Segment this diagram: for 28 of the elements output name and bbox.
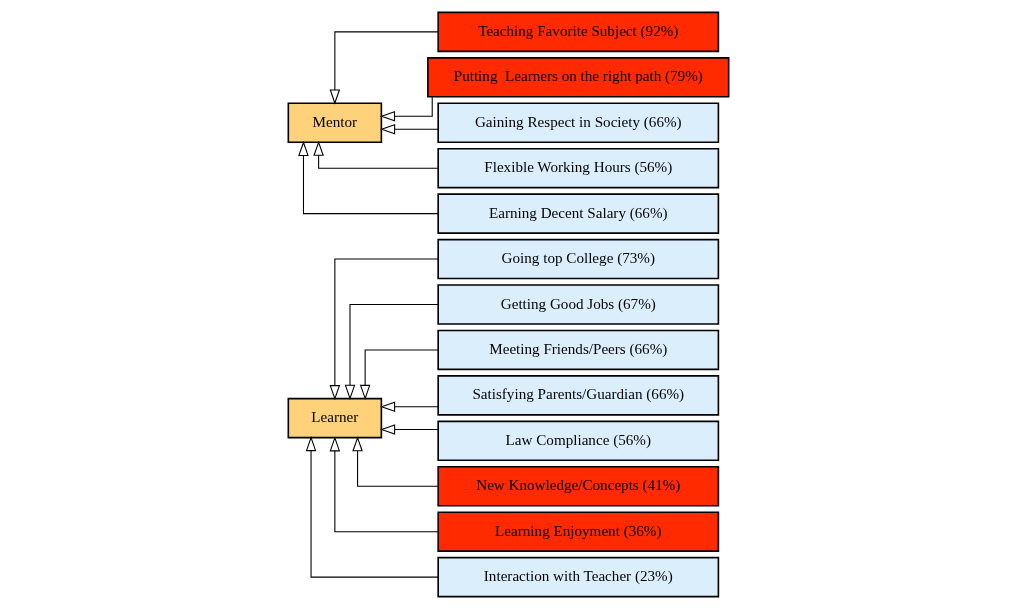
arrow [379,401,439,413]
node-box: Mentor [287,102,382,143]
node-box: Satisfying Parents/Guardian (66%) [436,375,719,416]
node-box: Getting Good Jobs (67%) [436,284,719,325]
arrow [351,436,438,487]
node-box: New Knowledge/Concepts (41%) [436,466,719,507]
node-box: Law Compliance (56%) [436,420,719,462]
node-box: Gaining Respect in Society (66%) [436,102,719,143]
node-box: Flexible Working Hours (56%) [436,147,719,189]
node-box: Interaction with Teacher (23%) [436,556,719,598]
arrow [379,123,439,135]
arrow [329,436,439,533]
node-box: Meeting Friends/Peers (66%) [436,329,719,371]
arrow [379,424,439,435]
node-box: Learner [287,397,382,439]
arrow [359,349,438,401]
node-box: Learning Enjoyment (36%) [436,511,719,552]
arrow [344,303,438,400]
node-box: Teaching Favorite Subject (92%) [436,11,719,53]
arrow [329,258,439,401]
arrow [379,96,433,122]
node-box: Earning Decent Salary (66%) [436,193,719,234]
node-box: Putting Learners on the right path (79%) [426,57,729,98]
arrow [312,140,438,169]
arrow [305,435,439,578]
arrow [329,31,439,105]
node-box: Going top College (73%) [436,238,719,280]
arrow [297,140,439,215]
